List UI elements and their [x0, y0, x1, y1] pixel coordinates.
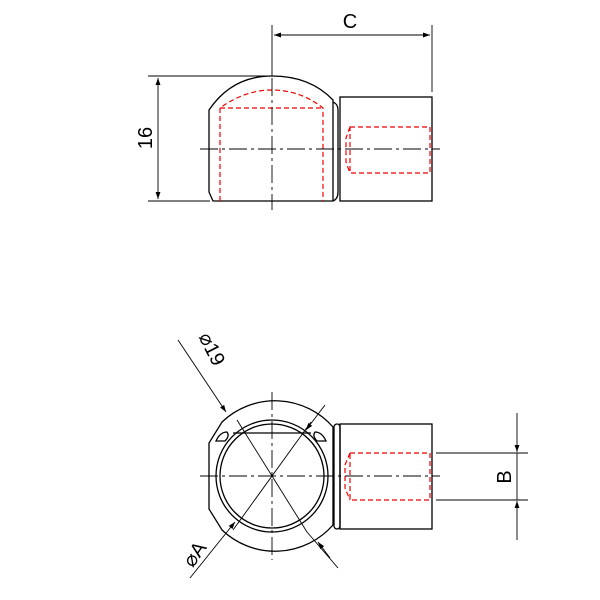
- dimension-a-leader: [189, 521, 236, 579]
- hidden-thread-bottom: [344, 452, 431, 501]
- top-view: ⌀19 ⌀A B: [177, 329, 528, 579]
- dimension-a-label: ⌀A: [179, 537, 212, 571]
- dimension-19-label: ⌀19: [194, 329, 229, 370]
- outer-ring: [208, 400, 334, 552]
- threaded-sleeve-bottom: [339, 423, 433, 530]
- hidden-thread: [345, 126, 431, 174]
- side-view: C 16: [135, 11, 440, 210]
- dimension-b-label: B: [494, 470, 516, 483]
- dimension-16-label: 16: [135, 127, 157, 149]
- hidden-cap-interior: [219, 89, 324, 201]
- dimension-19-leader: [177, 339, 227, 413]
- cap-body: [208, 75, 334, 202]
- dimension-c-label: C: [343, 11, 357, 33]
